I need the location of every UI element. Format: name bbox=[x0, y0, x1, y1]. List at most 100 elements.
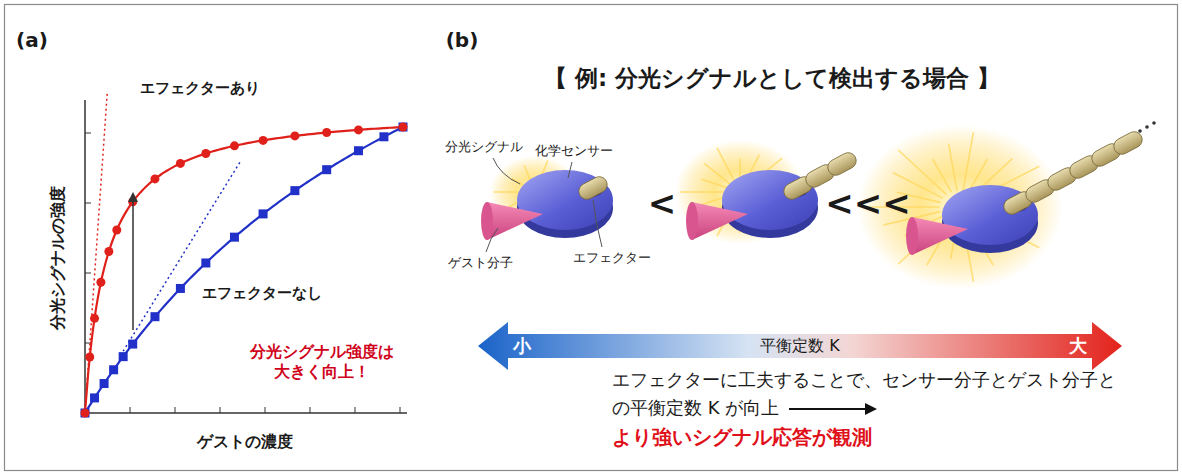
data-marker bbox=[290, 186, 299, 195]
leader-line bbox=[568, 162, 572, 178]
tangent-line bbox=[87, 93, 108, 390]
signal-ray bbox=[702, 179, 728, 188]
effector-pill bbox=[576, 174, 610, 202]
axis-tick bbox=[220, 407, 221, 413]
axis-tick bbox=[265, 407, 266, 413]
callout-note: 分光シグナル強度は 大きく向上！ bbox=[244, 342, 400, 382]
leader-line bbox=[486, 228, 498, 252]
axis-title: ゲストの濃度 bbox=[197, 432, 293, 452]
sensor-unit bbox=[481, 156, 613, 240]
equilibrium-arrow bbox=[478, 322, 1122, 370]
axis-title: 分光シグナルの強度 bbox=[48, 186, 68, 330]
data-marker bbox=[259, 209, 268, 218]
leader-line bbox=[493, 158, 520, 184]
data-marker bbox=[290, 131, 299, 140]
data-marker bbox=[201, 258, 210, 267]
panel-label: (b) bbox=[446, 28, 479, 53]
signal-ray bbox=[933, 159, 952, 192]
axis-tick bbox=[85, 273, 91, 274]
data-marker bbox=[128, 340, 137, 349]
axis-tick bbox=[85, 133, 91, 134]
data-marker bbox=[90, 393, 99, 402]
part-label: 化学センサー bbox=[535, 143, 613, 159]
data-marker bbox=[100, 379, 109, 388]
signal-ray bbox=[717, 148, 735, 183]
signal-ray bbox=[949, 144, 957, 191]
part-label: エフェクター bbox=[573, 250, 651, 266]
continuation-dot bbox=[1145, 125, 1149, 129]
guest-cone bbox=[487, 202, 543, 240]
signal-ray bbox=[680, 191, 727, 193]
result-arrow-shaft bbox=[789, 408, 867, 410]
guest-cone bbox=[692, 202, 748, 240]
result-arrow-head bbox=[865, 403, 877, 415]
curve-with-effector bbox=[85, 127, 403, 413]
sensor-disc bbox=[722, 170, 818, 230]
tangent-line bbox=[123, 161, 241, 351]
data-marker bbox=[96, 278, 105, 287]
panel-label: (a) bbox=[16, 28, 48, 53]
data-marker bbox=[150, 174, 159, 183]
continuation-dot bbox=[1138, 129, 1142, 133]
data-marker bbox=[176, 159, 185, 168]
data-marker bbox=[201, 149, 210, 158]
effector-pill bbox=[825, 150, 859, 178]
y-axis bbox=[84, 100, 86, 413]
data-marker bbox=[322, 128, 331, 137]
data-marker bbox=[119, 352, 128, 361]
guest-cone bbox=[912, 217, 968, 255]
guest-cone-base bbox=[686, 202, 698, 240]
data-marker bbox=[399, 123, 408, 132]
comparison-symbol: < bbox=[648, 182, 677, 225]
chart bbox=[81, 93, 408, 418]
data-marker bbox=[176, 284, 185, 293]
axis-tick bbox=[355, 407, 356, 413]
part-label: 分光シグナル bbox=[445, 139, 523, 155]
data-marker bbox=[104, 247, 113, 256]
axis-tick bbox=[85, 203, 91, 204]
leader-line bbox=[593, 200, 602, 247]
data-marker bbox=[81, 409, 90, 418]
data-marker bbox=[399, 123, 408, 132]
part-label: ゲスト分子 bbox=[448, 255, 513, 271]
data-marker bbox=[150, 312, 159, 321]
data-marker bbox=[230, 141, 239, 150]
data-marker bbox=[112, 225, 121, 234]
signal-ray bbox=[963, 132, 974, 190]
series-label: エフェクターなし bbox=[202, 284, 322, 303]
scale-end-label: 小 bbox=[513, 335, 531, 358]
result-text: より強いシグナル応答が観測 bbox=[612, 425, 872, 449]
series-label: エフェクターあり bbox=[140, 79, 260, 98]
curve-without-effector bbox=[85, 127, 403, 413]
axis-tick bbox=[175, 407, 176, 413]
data-marker bbox=[230, 233, 239, 242]
panel-heading: 【 例: 分光シグナルとして検出する場合 】 bbox=[544, 64, 1000, 93]
explanation-block: エフェクターに工夫することで、センサー分子とゲスト分子との平衡定数 K が向上よ… bbox=[612, 366, 1132, 453]
x-axis bbox=[85, 412, 407, 414]
axis-tick bbox=[130, 407, 131, 413]
data-marker bbox=[109, 365, 118, 374]
data-marker bbox=[322, 165, 331, 174]
axis-tick bbox=[400, 407, 401, 413]
continuation-dot bbox=[1152, 121, 1156, 125]
axis-tick bbox=[310, 407, 311, 413]
scale-end-label: 大 bbox=[1069, 335, 1087, 358]
data-marker bbox=[81, 409, 90, 418]
guest-cone-base bbox=[481, 202, 493, 240]
result-arrow bbox=[787, 402, 879, 416]
effector-pill bbox=[1111, 129, 1145, 157]
explanation-text: エフェクターに工夫することで、センサー分子とゲスト分子との平衡定数 K が向上 bbox=[612, 369, 1116, 418]
sensor-disc bbox=[517, 170, 613, 230]
increase-arrow bbox=[132, 194, 134, 330]
data-marker bbox=[354, 146, 363, 155]
scale-label: 平衡定数 K bbox=[760, 336, 840, 356]
data-marker bbox=[379, 132, 388, 141]
gradient-double-arrow bbox=[478, 322, 1122, 370]
sensor-disc bbox=[942, 185, 1038, 245]
comparison-symbol: <<< bbox=[825, 182, 910, 225]
data-marker bbox=[90, 314, 99, 323]
data-marker bbox=[85, 352, 94, 361]
data-marker bbox=[259, 136, 268, 145]
